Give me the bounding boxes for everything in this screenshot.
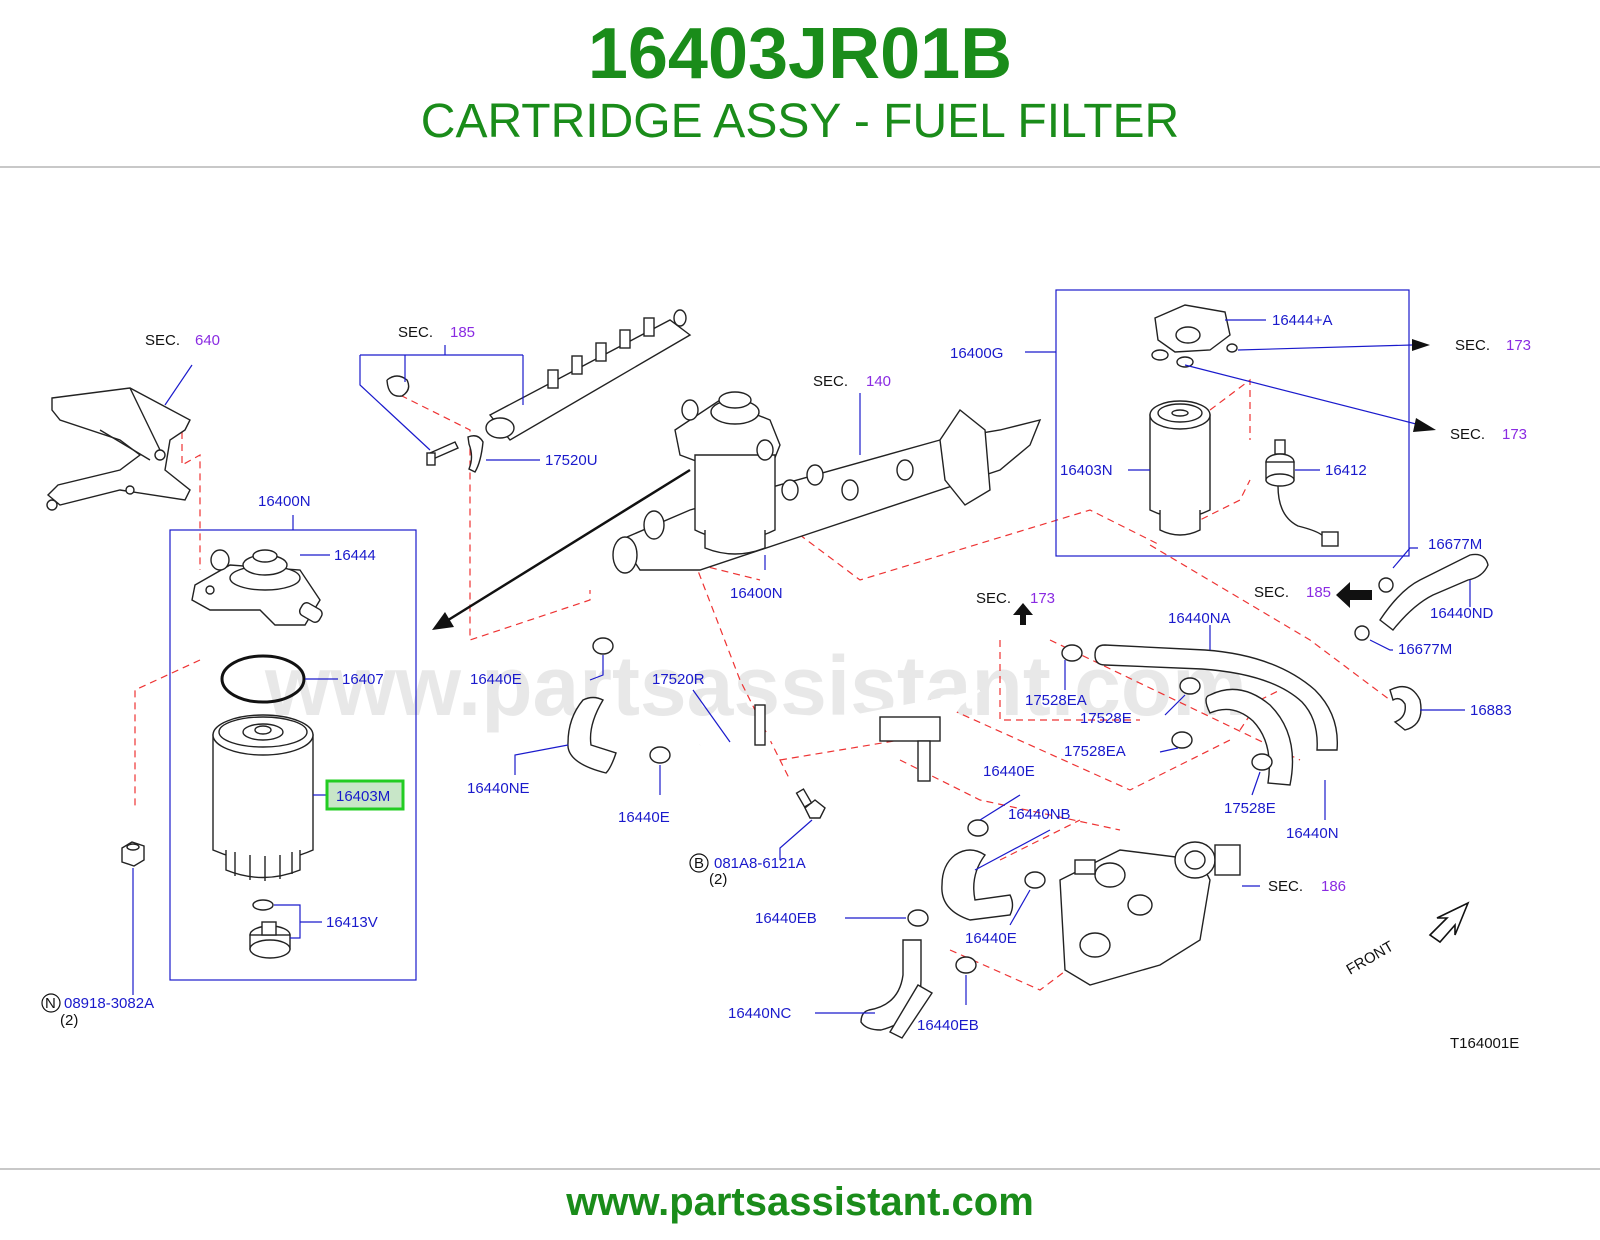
- sec-173-b: 173: [1502, 426, 1527, 443]
- label-16400N-top: 16400N: [258, 493, 311, 510]
- bolt-part: [795, 788, 826, 819]
- footer-url[interactable]: www.partsassistant.com: [566, 1180, 1034, 1224]
- label-16440EB-a: 16440EB: [755, 910, 817, 927]
- label-17520R: 17520R: [652, 671, 705, 688]
- label-16440ND: 16440ND: [1430, 605, 1494, 622]
- label-16403N: 16403N: [1060, 462, 1113, 479]
- hose-16440NC: [860, 939, 933, 1039]
- label-16400N-mid: 16400N: [730, 585, 783, 602]
- front-direction-indicator: [1428, 901, 1470, 944]
- front-label: FRONT: [1344, 938, 1397, 979]
- label-16677M-b: 16677M: [1398, 641, 1452, 658]
- label-16400G: 16400G: [950, 345, 1003, 362]
- mark-circle-B: [689, 853, 709, 873]
- bracket-part: [46, 387, 191, 511]
- hose-16440ND: [1354, 553, 1489, 641]
- qty-081A8: (2): [709, 871, 727, 888]
- qty-08918: (2): [60, 1012, 78, 1029]
- label-16403M: 16403M: [336, 788, 390, 805]
- sec-prefix: SEC.: [1268, 878, 1303, 895]
- label-16444: 16444: [334, 547, 376, 564]
- label-17528EA-b: 17528EA: [1064, 743, 1126, 760]
- clamp-16883: [1389, 686, 1422, 731]
- label-17528E-b: 17528E: [1224, 800, 1276, 817]
- sec-173-c: 173: [1030, 590, 1055, 607]
- arrow-head: [432, 612, 454, 630]
- sec-prefix: SEC.: [813, 373, 848, 390]
- fuel-rail-part: [386, 309, 692, 473]
- hose-16440NB: [941, 849, 1014, 921]
- fuel-pipe-17520R: [699, 689, 981, 782]
- sec-prefix: SEC.: [1455, 337, 1490, 354]
- sec-186: 186: [1321, 878, 1346, 895]
- label-16440E-c: 16440E: [983, 763, 1035, 780]
- sec-140: 140: [866, 373, 891, 390]
- label-16440N-right: 16440N: [1286, 825, 1339, 842]
- label-17520U: 17520U: [545, 452, 598, 469]
- sec-prefix: SEC.: [145, 332, 180, 349]
- diagram-code: T164001E: [1450, 1035, 1519, 1052]
- label-16677M-a: 16677M: [1428, 536, 1482, 553]
- sec-185-top: 185: [450, 324, 475, 341]
- label-16440E-a: 16440E: [470, 671, 522, 688]
- label-16440NC: 16440NC: [728, 1005, 792, 1022]
- mark-N: N: [45, 995, 56, 1012]
- hose-clamps: [592, 637, 1273, 974]
- nut-part: [121, 841, 145, 867]
- label-16440NA: 16440NA: [1168, 610, 1231, 627]
- installed-filter-part: [674, 391, 781, 555]
- label-17528E-a: 17528E: [1080, 710, 1132, 727]
- mark-circle-N: [41, 993, 61, 1013]
- sec-prefix: SEC.: [1254, 584, 1289, 601]
- mark-B: B: [694, 855, 704, 872]
- arrow-to-sec173: [1412, 339, 1430, 351]
- label-16440E-b: 16440E: [618, 809, 670, 826]
- sec-prefix: SEC.: [1450, 426, 1485, 443]
- part-name-subtitle: CARTRIDGE ASSY - FUEL FILTER: [420, 95, 1180, 148]
- label-16413V: 16413V: [326, 914, 378, 931]
- sec-185-right: 185: [1306, 584, 1331, 601]
- label-16440EB-b: 16440EB: [917, 1017, 979, 1034]
- sec-prefix: SEC.: [398, 324, 433, 341]
- arrow-to-sec185: [1336, 582, 1372, 608]
- filter-head-part: [191, 549, 323, 626]
- label-16883: 16883: [1470, 702, 1512, 719]
- label-16444+A: 16444+A: [1272, 312, 1332, 329]
- sec-prefix: SEC.: [976, 590, 1011, 607]
- label-16412: 16412: [1325, 462, 1367, 479]
- highlight-box-16403M: [325, 779, 405, 811]
- label-16440E-d: 16440E: [965, 930, 1017, 947]
- label-17528EA-a: 17528EA: [1025, 692, 1087, 709]
- injection-pump-part: [1059, 841, 1241, 986]
- exploded-view-arrow: [444, 468, 691, 624]
- arrow-to-sec173: [1413, 418, 1436, 432]
- sec-173-a: 173: [1506, 337, 1531, 354]
- footer-divider: [0, 1168, 1600, 1170]
- label-081A8-6121A: 081A8-6121A: [714, 855, 806, 872]
- fuel-filter-cartridge-part: [212, 714, 314, 881]
- arrow-to-sec173-up: [1013, 603, 1033, 625]
- o-ring-part: [220, 654, 306, 704]
- filter-head-part-g: [1151, 304, 1238, 368]
- sec-640: 640: [195, 332, 220, 349]
- header-divider: [0, 166, 1600, 168]
- assembly-box-16400G: [1055, 289, 1410, 557]
- drain-plug-part: [249, 899, 291, 959]
- label-08918-3082A: 08918-3082A: [64, 995, 154, 1012]
- label-16440NB: 16440NB: [1008, 806, 1071, 823]
- cartridge-part-16403N: [1149, 400, 1211, 536]
- sensor-part-16412: [1265, 439, 1339, 547]
- page-header: 16403JR01B CARTRIDGE ASSY - FUEL FILTER: [0, 0, 1600, 168]
- hose-16440NE: [567, 696, 617, 774]
- label-16407: 16407: [342, 671, 384, 688]
- part-number-title: 16403JR01B: [587, 14, 1013, 94]
- label-16440NE: 16440NE: [467, 780, 530, 797]
